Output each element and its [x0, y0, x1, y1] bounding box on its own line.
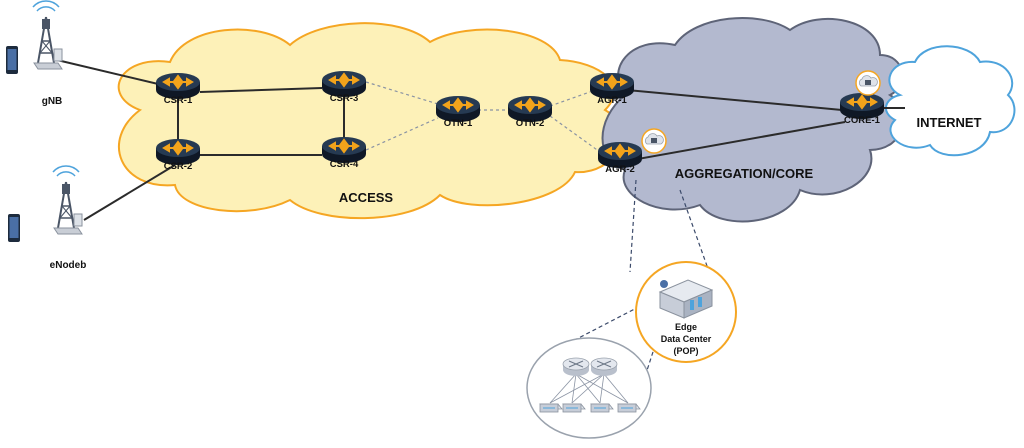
phone-icon-enodeb: [8, 214, 20, 242]
edge-cloud-icon-agr2: [641, 128, 667, 154]
cell-tower-icon-enodeb: [52, 164, 83, 235]
edge-label-line2: Data Center: [661, 334, 712, 344]
edge-cloud-icon-core1: [855, 70, 881, 96]
internet-label: INTERNET: [917, 115, 982, 130]
edge-label-line3: (POP): [673, 346, 698, 356]
router-agr1[interactable]: AGR-1: [589, 72, 635, 106]
router-otn2[interactable]: OTN-2: [507, 95, 553, 129]
access-label: ACCESS: [339, 190, 394, 205]
spine-router-icon: [562, 357, 590, 377]
router-label: CSR-1: [164, 95, 193, 106]
enodeb-label: eNodeb: [50, 260, 87, 271]
router-otn1[interactable]: OTN-1: [435, 95, 481, 129]
gnb-label: gNB: [42, 96, 63, 107]
access-cloud: [117, 22, 623, 220]
dashed-links: [365, 81, 601, 153]
router-csr2[interactable]: CSR-2: [155, 138, 201, 172]
router-csr3[interactable]: CSR-3: [321, 70, 367, 104]
edge-data-center[interactable]: Edge Data Center (POP): [635, 261, 737, 363]
router-label: CSR-4: [330, 159, 359, 170]
internet-cloud: [885, 45, 1016, 157]
router-label: CORE-1: [844, 115, 881, 126]
edge-label-line1: Edge: [675, 322, 697, 332]
router-label: AGR-2: [605, 164, 635, 175]
building-icon: [658, 279, 714, 319]
router-core1[interactable]: CORE-1: [839, 92, 885, 126]
phone-icon-gnb: [6, 46, 18, 74]
edge-fabric: [526, 337, 652, 439]
router-csr1[interactable]: CSR-1: [155, 72, 201, 106]
router-label: AGR-1: [597, 95, 627, 106]
aggregation-core-label: AGGREGATION/CORE: [675, 166, 814, 181]
router-label: OTN-1: [444, 118, 473, 129]
spine-router-icon: [590, 357, 618, 377]
router-label: OTN-2: [516, 118, 545, 129]
cell-tower-icon-gnb: [32, 0, 63, 70]
router-label: CSR-3: [330, 93, 359, 104]
router-csr4[interactable]: CSR-4: [321, 136, 367, 170]
router-label: CSR-2: [164, 161, 193, 172]
router-agr2[interactable]: AGR-2: [597, 141, 643, 175]
